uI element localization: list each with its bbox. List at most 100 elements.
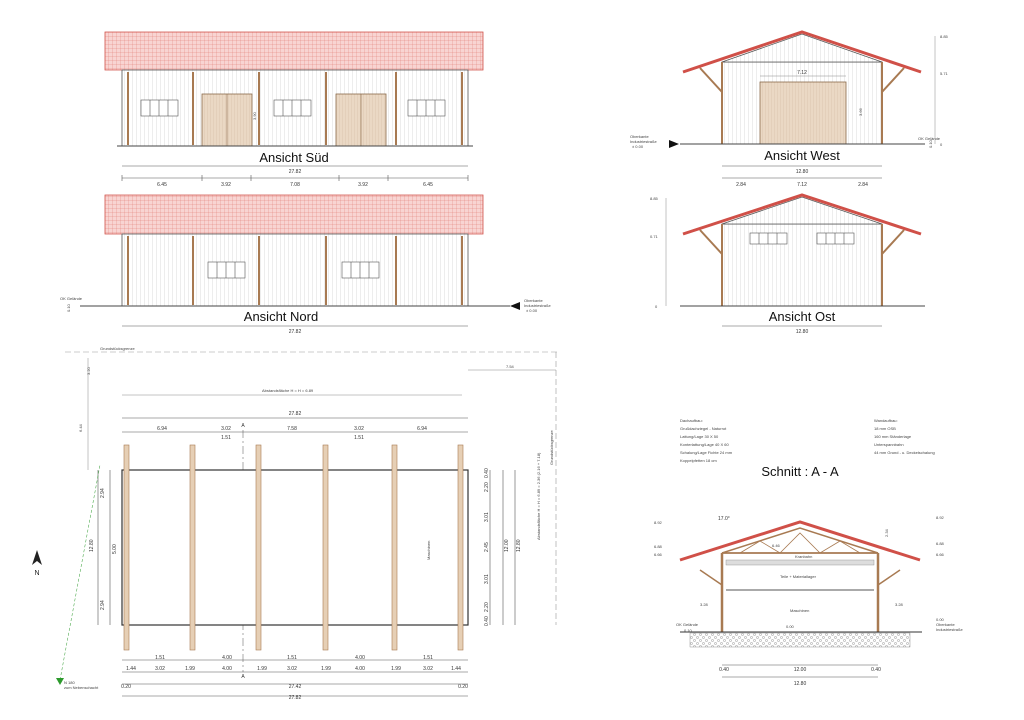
view-north: OK Gelände 0.10 Oberkante Industriestraß… — [60, 194, 551, 335]
south-door-height: 3.90 — [252, 111, 257, 120]
plan-green-marker — [56, 678, 64, 685]
plan-bottom-5: 1.51 — [423, 655, 433, 661]
plan-top-sub-1: 1.51 — [221, 435, 231, 441]
plan-left-dim-3: 2.94 — [100, 600, 106, 610]
section-level-right-3: 6.66 — [936, 552, 945, 557]
roof-note-1: Grußdachziegel - Naturrot — [680, 426, 727, 431]
south-seg-3: 7.08 — [290, 182, 300, 188]
plan-top-seg-4: 3.02 — [354, 426, 364, 432]
plan-bottom2-11: 1.44 — [451, 666, 461, 672]
east-windows — [749, 232, 855, 245]
east-roof-edge — [682, 193, 922, 236]
west-seg-1: 2.84 — [736, 182, 746, 188]
east-braces — [699, 224, 905, 306]
north-ok-value: 0.10 — [66, 303, 71, 312]
south-dim-ticks — [121, 175, 469, 181]
construction-notes: Dachaufbau: Grußdachziegel - Naturrot La… — [680, 418, 935, 463]
section-total: 12.80 — [794, 681, 807, 687]
south-seg-2: 3.92 — [221, 182, 231, 188]
plan-right-dim-6: 2.20 — [484, 602, 490, 612]
plan-bottom-outer: 27.82 — [289, 695, 302, 701]
plan-left-offset-2: 6.44 — [78, 423, 83, 432]
plan-bottom2-7: 1.99 — [321, 666, 331, 672]
section-seg-2: 12.00 — [794, 667, 807, 673]
plan-bottom2-10: 3.02 — [423, 666, 433, 672]
section-ok-label: OK Gelände — [676, 622, 699, 627]
plan-right-total-1: 12.00 — [504, 539, 510, 552]
north-arrow-icon: N — [32, 550, 42, 577]
plan-top-seg-1: 6.94 — [157, 426, 167, 432]
plan-top-total: 27.82 — [289, 411, 302, 417]
section-seg-1: 0.40 — [719, 667, 729, 673]
plan-bottom-total: 27.42 — [289, 684, 302, 690]
plan-section-mark-bottom: A — [241, 674, 245, 680]
north-wall — [121, 233, 469, 307]
north-street-label-2: Industriestraße — [524, 303, 551, 308]
section-level-left-3: 6.66 — [654, 552, 663, 557]
east-level-2: 0.71 — [650, 234, 659, 239]
plan-bottom-1: 1.51 — [155, 655, 165, 661]
plan-north-note-1: N 180 — [64, 680, 75, 685]
plan-right-dim-5: 3.01 — [484, 574, 490, 584]
plan-left-dim-2: 5.00 — [112, 544, 118, 554]
section-street-value: 0.00 — [936, 617, 945, 622]
north-street-label-1: Oberkante — [524, 298, 543, 303]
plan-boundary-label-right: Grundstücksgrenze — [549, 430, 554, 465]
section-side-right: 3.28 — [895, 602, 904, 607]
plan-bottom2-2: 3.02 — [155, 666, 165, 672]
roof-notes-title: Dachaufbau: — [680, 418, 703, 423]
plan-left-offset-1: 3.20 — [86, 366, 91, 375]
west-door-height: 3.66 — [858, 107, 863, 116]
section-ok-value: 0.10 — [684, 628, 693, 633]
section-side-left: 3.28 — [700, 602, 709, 607]
floor-plan: Grundstücksgrenze Grundstücksgrenze 3.20… — [32, 346, 560, 701]
plan-bottom2-3: 1.99 — [185, 666, 195, 672]
east-wall — [721, 223, 883, 307]
plan-top-seg-2: 3.02 — [221, 426, 231, 432]
plan-bottom-3: 1.51 — [287, 655, 297, 661]
plan-section-mark-top: A — [241, 423, 245, 429]
roof-note-3: Konterlattung/Lage 40 X 60 — [680, 442, 729, 447]
roof-note-4: Schalung/Lage Fichte 24 mm — [680, 450, 733, 455]
section-level-right-1: 8.92 — [936, 515, 945, 520]
plan-right-offset: 7.54 — [506, 364, 515, 369]
north-total: 27.82 — [289, 329, 302, 335]
east-title: Ansicht Ost — [769, 309, 836, 324]
section-a-a: Schnitt : A - A Kranbahn Teile + Materia… — [654, 464, 963, 687]
section-room-low: Maschinen — [790, 608, 809, 613]
plan-left-total: 12.80 — [89, 539, 95, 552]
section-street-label-1: Oberkante — [936, 622, 955, 627]
plan-bottom-4: 4.00 — [355, 655, 365, 661]
west-door — [759, 81, 847, 145]
section-street-label-2: Industriestraße — [936, 627, 963, 632]
plan-room-label: Maschinen — [426, 541, 431, 560]
south-seg-4: 3.92 — [358, 182, 368, 188]
section-floor-level: 0.00 — [786, 624, 795, 629]
plan-bottom2-6: 3.02 — [287, 666, 297, 672]
west-level-2: 5.71 — [940, 71, 949, 76]
south-windows — [140, 99, 446, 117]
west-street-value: ± 0.00 — [632, 144, 644, 149]
plan-top-sub-2: 1.51 — [354, 435, 364, 441]
plan-outline — [121, 469, 469, 626]
section-room-top: Kranbahn — [795, 554, 812, 559]
plan-bottom-edge-right: 0.20 — [458, 684, 468, 690]
plan-right-dim-3: 3.01 — [484, 512, 490, 522]
plan-columns — [123, 444, 464, 651]
west-total: 12.80 — [796, 169, 809, 175]
east-gable — [721, 196, 883, 225]
north-title: Ansicht Nord — [244, 309, 318, 324]
roof-note-2: Lattung/Lage 30 X 50 — [680, 434, 719, 439]
section-angle: 17.0° — [718, 516, 730, 522]
west-street-label-2: Industriestraße — [630, 139, 657, 144]
view-west: 7.12 3.66 8.85 5.71 0 Oberkante Industri… — [630, 30, 949, 188]
plan-right-dim-2: 2.20 — [484, 482, 490, 492]
view-east: 8.85 0.71 0 Ansicht Ost 12.80 — [650, 193, 925, 335]
south-seg-1: 6.45 — [157, 182, 167, 188]
section-level-left-2: 6.88 — [654, 544, 663, 549]
south-roof — [104, 31, 484, 71]
west-street-label-1: Oberkante — [630, 134, 649, 139]
west-braces — [699, 62, 905, 144]
west-level-3: 0 — [940, 142, 943, 147]
